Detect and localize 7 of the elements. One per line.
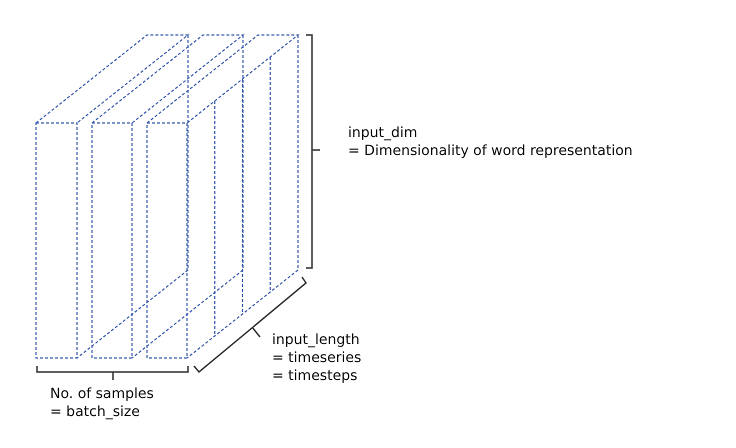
axis-label: = timeseries: [272, 349, 362, 367]
axis-label: = batch_size: [50, 403, 140, 421]
axis-label: input_length: [272, 331, 360, 349]
axis-label: = timesteps: [272, 367, 358, 385]
axis-label: No. of samples: [50, 385, 154, 403]
axis-label: input_dim: [348, 124, 418, 142]
axis-label: = Dimensionality of word representation: [348, 142, 633, 160]
